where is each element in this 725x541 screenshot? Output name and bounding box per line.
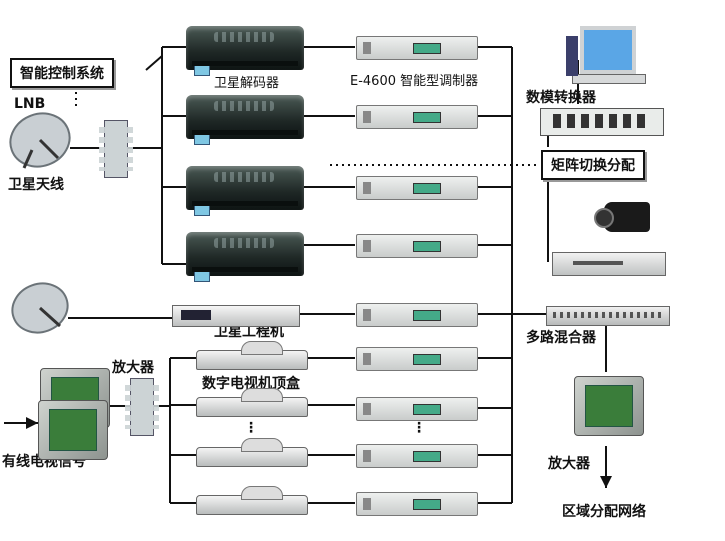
da-converter-label: 数模转换器 [526,90,596,106]
stb-ellipsis: ⋮ [244,420,258,436]
decoder-icon [186,232,304,276]
modulator-icon [356,492,478,516]
set-top-box-icon [196,447,308,467]
satellite-dish-icon [5,276,74,340]
modulator-icon [356,444,478,468]
modulator-label: E-4600 智能型调制器 [350,74,478,90]
lnb-label: LNB [14,96,45,112]
modulator-icon [356,347,478,371]
control-system-label: 智能控制系统 [10,58,114,88]
modulator-ellipsis: ⋮ [412,420,426,436]
amplifier-icon [574,376,644,436]
decoder-icon [186,95,304,139]
computer-icon [566,26,646,86]
set-top-box-icon [196,495,308,515]
set-top-box-icon [196,397,308,417]
modulator-icon [356,36,478,60]
satellite-engineering-machine-icon [172,305,300,327]
regional-network-label: 区域分配网络 [562,504,646,520]
modulator-icon [356,397,478,421]
modulator-icon [356,234,478,258]
converter-icon [540,108,664,136]
decoder-icon [186,166,304,210]
splitter-icon [104,120,128,178]
matrix-switch-label: 矩阵切换分配 [541,150,645,180]
amplifier-left-label: 放大器 [112,360,154,376]
amplifier-right-label: 放大器 [548,456,590,472]
multiplexer-label: 多路混合器 [526,330,596,346]
dvd-player-icon [552,252,666,276]
satellite-decoder-label: 卫星解码器 [214,76,279,92]
modulator-icon [356,105,478,129]
splitter-icon [130,378,154,436]
amplifier-icon [38,400,108,460]
mixer-icon [546,306,670,326]
modulator-icon [356,303,478,327]
camera-icon [604,202,650,232]
set-top-box-icon [196,350,308,370]
satellite-dish-icon [3,105,77,174]
modulator-icon [356,176,478,200]
decoder-icon [186,26,304,70]
satellite-antenna-label: 卫星天线 [8,177,64,193]
